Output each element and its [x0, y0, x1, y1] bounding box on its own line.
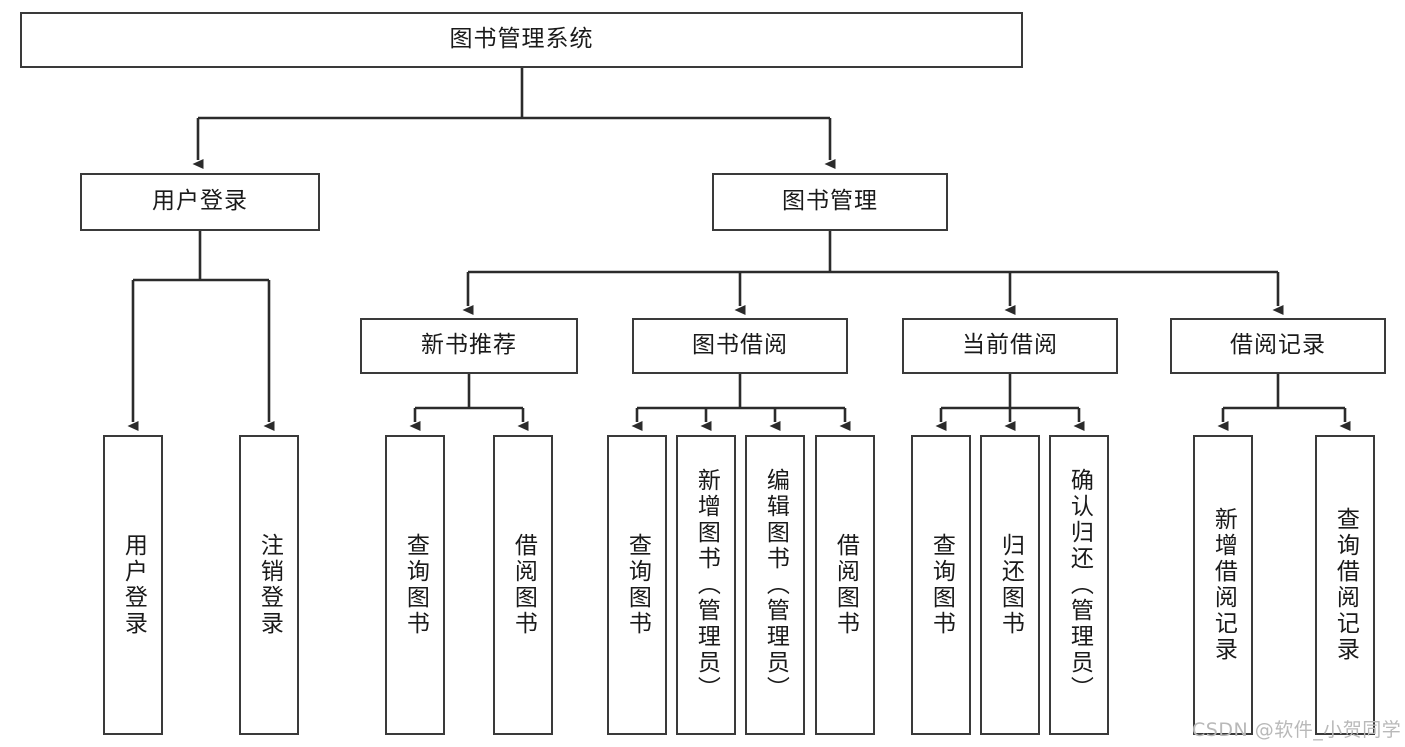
leaf-current-query-book[interactable]: 查询图书 [911, 435, 971, 735]
node-label: 新书推荐 [421, 332, 517, 359]
node-label: 新增借阅记录 [1210, 507, 1237, 663]
node-label: 借阅图书 [510, 533, 537, 637]
leaf-user-login-login[interactable]: 用户登录 [103, 435, 163, 735]
leaf-new-book-query-book[interactable]: 查询图书 [385, 435, 445, 735]
node-label: 新增图书（管理员） [693, 468, 720, 702]
node-new-book-recommend[interactable]: 新书推荐 [360, 318, 578, 374]
leaf-new-book-borrow-book[interactable]: 借阅图书 [493, 435, 553, 735]
node-label: 用户登录 [152, 188, 248, 215]
node-user-login[interactable]: 用户登录 [80, 173, 320, 231]
leaf-current-return-book[interactable]: 归还图书 [980, 435, 1040, 735]
node-label: 查询借阅记录 [1332, 507, 1359, 663]
leaf-user-login-logout[interactable]: 注销登录 [239, 435, 299, 735]
node-borrow-record[interactable]: 借阅记录 [1170, 318, 1386, 374]
node-book-borrow[interactable]: 图书借阅 [632, 318, 848, 374]
node-current-borrow[interactable]: 当前借阅 [902, 318, 1118, 374]
leaf-borrow-borrow-book[interactable]: 借阅图书 [815, 435, 875, 735]
node-label: 查询图书 [928, 533, 955, 637]
node-label: 查询图书 [402, 533, 429, 637]
node-label: 借阅图书 [832, 533, 859, 637]
node-label: 用户登录 [120, 533, 147, 637]
leaf-borrow-query-book[interactable]: 查询图书 [607, 435, 667, 735]
node-label: 归还图书 [997, 533, 1024, 637]
node-label: 借阅记录 [1230, 332, 1326, 359]
node-label: 图书管理 [782, 188, 878, 215]
csdn-watermark: CSDN @软件_小贺同学 [1192, 719, 1402, 741]
node-label: 当前借阅 [962, 332, 1058, 359]
node-label: 确认归还（管理员） [1066, 468, 1093, 702]
node-label: 图书管理系统 [449, 26, 594, 53]
node-label: 图书借阅 [692, 332, 788, 359]
node-book-management[interactable]: 图书管理 [712, 173, 948, 231]
leaf-borrow-add-book-admin[interactable]: 新增图书（管理员） [676, 435, 736, 735]
node-label: 编辑图书（管理员） [762, 468, 789, 702]
leaf-record-add-borrow-record[interactable]: 新增借阅记录 [1193, 435, 1253, 735]
node-label: 查询图书 [624, 533, 651, 637]
leaf-current-confirm-return-admin[interactable]: 确认归还（管理员） [1049, 435, 1109, 735]
leaf-borrow-edit-book-admin[interactable]: 编辑图书（管理员） [745, 435, 805, 735]
node-root-book-management-system[interactable]: 图书管理系统 [20, 12, 1023, 68]
leaf-record-query-borrow-record[interactable]: 查询借阅记录 [1315, 435, 1375, 735]
node-label: 注销登录 [256, 533, 283, 637]
